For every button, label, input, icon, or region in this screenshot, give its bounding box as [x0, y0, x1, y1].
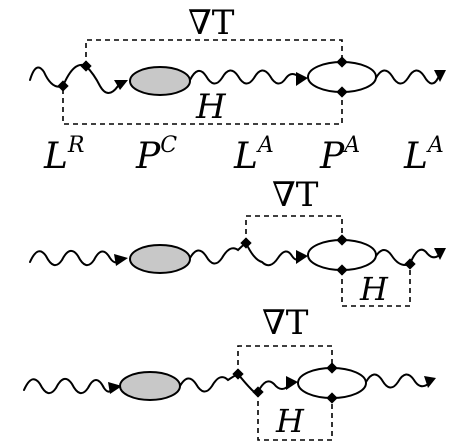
diagram-3: ∇T H	[23, 303, 436, 441]
h-label-1: H	[195, 87, 227, 127]
line-label-pc: PC	[135, 133, 177, 177]
diagram-1: ∇T H LR PC LA PA LA	[29, 3, 446, 177]
vertex-diamond-1a	[57, 80, 69, 92]
wavy-propagator-left-2	[29, 249, 119, 267]
grad-t-dashed-line-2	[245, 215, 343, 243]
vertex-diamond-2b	[336, 234, 348, 246]
vertex-diamond-3b	[252, 386, 264, 398]
line-label-la-2: LA	[403, 133, 444, 177]
line-labels-row: LR PC LA PA LA	[43, 133, 444, 177]
h-dashed-line-3	[257, 392, 333, 441]
arrow-head-3b	[286, 376, 298, 390]
arrow-head-1b	[296, 72, 308, 86]
h-label-2: H	[359, 270, 389, 308]
arrow-head-2a	[114, 254, 128, 266]
arrow-head-1c	[434, 70, 446, 82]
grad-t-label-1: ∇T	[188, 3, 235, 43]
wavy-propagator-mid-3	[179, 372, 291, 394]
grad-t-label-3: ∇T	[262, 303, 309, 343]
wavy-propagator-mid-1	[189, 69, 301, 85]
vertex-diamond-2c	[336, 264, 348, 276]
grad-t-dashed-line-3	[237, 345, 333, 374]
h-dashed-line-1	[62, 89, 343, 125]
vertex-diamond-3d	[326, 392, 338, 404]
h-dashed-line-2	[341, 264, 411, 307]
arrow-head-3c	[424, 376, 436, 388]
h-label-3: H	[275, 402, 305, 440]
diagram-2: ∇T H	[29, 175, 446, 308]
arrow-head-3a	[108, 382, 122, 394]
grad-t-label-2: ∇T	[272, 175, 319, 215]
vertex-diamond-2a	[240, 237, 252, 249]
wavy-propagator-right-3	[365, 373, 429, 389]
vertex-diamond-3c	[326, 362, 338, 374]
grey-vertex-blob-1	[129, 66, 191, 96]
arrow-head-2b	[296, 250, 308, 264]
vertex-diamond-3a	[232, 368, 244, 380]
grad-t-dashed-line-1	[85, 39, 343, 66]
wavy-propagator-left-1	[29, 64, 119, 94]
line-label-lr: LR	[43, 133, 84, 177]
arrow-head-1a	[114, 80, 128, 90]
line-label-pa: PA	[319, 133, 360, 177]
arrow-head-2c	[434, 248, 446, 260]
grey-vertex-blob-2	[129, 244, 191, 274]
wavy-propagator-left-3	[23, 377, 113, 395]
grey-vertex-blob-3	[119, 371, 181, 401]
vertex-diamond-2d	[404, 258, 416, 270]
wavy-propagator-right-1	[375, 69, 439, 85]
line-label-la-1: LA	[233, 133, 274, 177]
